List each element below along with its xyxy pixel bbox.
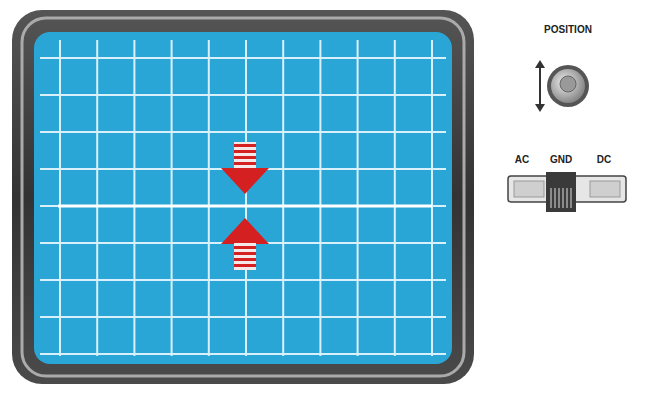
bezel-rim	[22, 18, 464, 376]
double-arrow	[535, 60, 545, 112]
switch-position-label: GND	[550, 155, 572, 165]
screen-bezel	[12, 10, 474, 384]
crt-screen	[34, 32, 452, 364]
position-knob	[547, 65, 589, 107]
coupling-switch	[508, 172, 626, 212]
switch-position-label: AC	[515, 155, 529, 165]
switch-position-label: DC	[597, 155, 611, 165]
up-arrow	[221, 218, 269, 270]
trace	[58, 205, 432, 208]
control-label: POSITION	[544, 25, 592, 35]
graticule	[40, 40, 446, 356]
down-arrow	[221, 142, 269, 194]
